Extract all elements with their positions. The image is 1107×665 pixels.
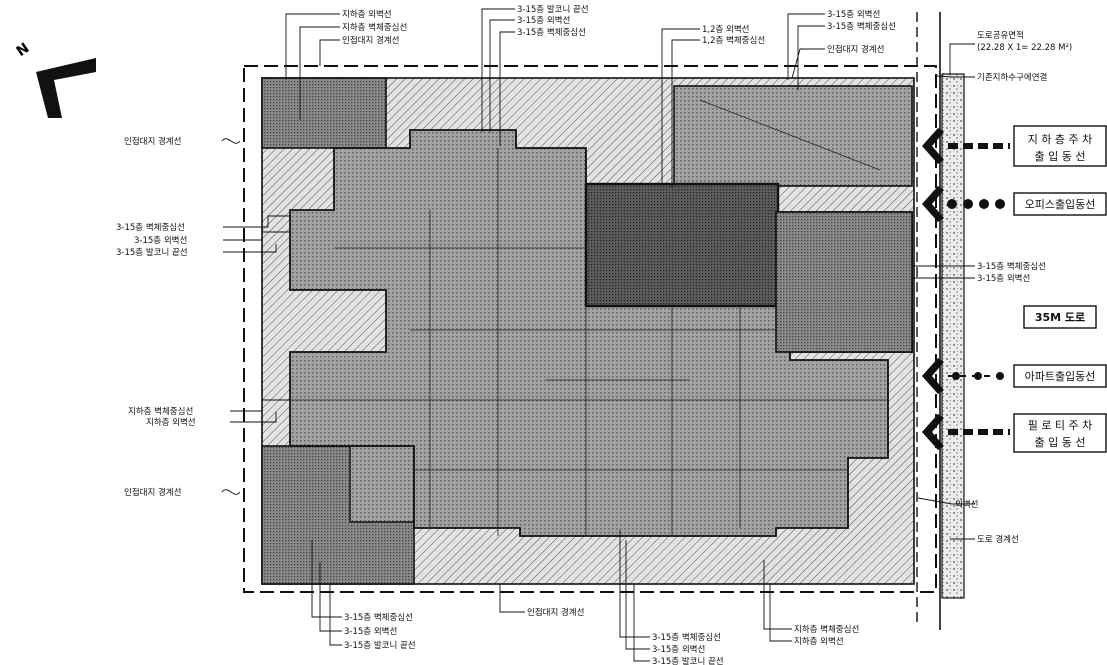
legend-piloti-parking-line1: 필 로 티 주 차	[1028, 419, 1093, 432]
label-top-b-3: 3-15층 벽체중심선	[517, 27, 586, 38]
label-bottom-c-1: 3-15층 벽체중심선	[652, 632, 721, 643]
road-label: 35M 도로	[1035, 311, 1085, 324]
label-right-road: 도로 경계선	[977, 534, 1019, 545]
label-road-share-2: (22.28 X 1= 22.28 M²)	[977, 43, 1072, 53]
label-top-a-2: 지하층 벽체중심선	[342, 22, 407, 33]
legend-underground-parking-line2: 출 입 동 선	[1035, 150, 1086, 163]
north-letter: N	[14, 40, 33, 60]
label-left-boundary-1: 인접대지 경계선	[124, 136, 181, 147]
label-bottom-d-2: 지하층 외벽선	[794, 636, 844, 647]
label-left-a-2: 3-15층 외벽선	[134, 235, 187, 246]
label-top-b-1: 3-15층 발코니 끝선	[517, 4, 589, 15]
label-left-b-2: 지하층 외벽선	[146, 417, 196, 428]
label-left-a-3: 3-15층 발코니 끝선	[116, 247, 188, 258]
legend-apartment-entrance: 아파트출입동선	[1025, 370, 1096, 383]
underground-parking-marker	[922, 125, 1107, 167]
legend-piloti-parking-line2: 출 입 동 선	[1035, 436, 1086, 449]
label-bottom-a-3: 3-15층 발코니 끝선	[344, 640, 416, 651]
legend-underground-parking-line1: 지 하 층 주 차	[1028, 132, 1093, 146]
road-label-box	[1023, 305, 1097, 329]
label-left-b-1: 지하층 벽체중심선	[128, 406, 193, 417]
label-top-a-1: 지하층 외벽선	[342, 9, 392, 20]
apartment-entrance-marker	[922, 358, 1107, 394]
block-bottom-left-inner	[349, 445, 415, 523]
label-top-b-2: 3-15층 외벽선	[517, 15, 570, 26]
label-bottom-c-2: 3-15층 외벽선	[652, 644, 705, 655]
label-left-a-1: 3-15층 벽체중심선	[116, 222, 185, 233]
north-arrow-icon: N	[14, 40, 96, 118]
label-right-wall: 외벽선	[955, 499, 978, 510]
interior-grid	[290, 99, 888, 536]
basement-block-top-left	[261, 77, 387, 149]
piloti-parking-marker	[922, 413, 1107, 453]
core-block	[584, 182, 780, 308]
office-entrance-marker	[922, 186, 1107, 222]
site-boundary	[243, 65, 937, 593]
label-top-e: 인접대지 경계선	[827, 44, 884, 55]
block-right-middle	[775, 211, 913, 353]
label-top-c-1: 1,2층 외벽선	[702, 24, 750, 35]
label-bottom-a-2: 3-15층 외벽선	[344, 626, 397, 637]
label-right-a-2: 3-15층 외벽선	[977, 273, 1030, 284]
legend-office-entrance: 오피스출입동선	[1025, 198, 1096, 211]
leader-lines	[221, 8, 975, 662]
label-bottom-d-1: 지하층 벽체중심선	[794, 624, 859, 635]
label-road-share-1: 도로공유면적	[977, 30, 1024, 41]
label-top-a-3: 인접대지 경계선	[342, 35, 399, 46]
label-top-d-2: 3-15층 벽체중심선	[827, 21, 896, 32]
label-bottom-c-3: 3-15층 발코니 끝선	[652, 656, 724, 665]
label-bottom-boundary: 인접대지 경계선	[527, 607, 584, 618]
label-bottom-a-1: 3-15층 벽체중심선	[344, 612, 413, 623]
label-sewer: 기존지하수구에연결	[977, 72, 1047, 83]
label-top-d-1: 3-15층 외벽선	[827, 9, 880, 20]
road-sidewalk-strip	[941, 73, 965, 599]
label-top-c-2: 1,2층 벽체중심선	[702, 35, 765, 46]
label-left-boundary-2: 인접대지 경계선	[124, 487, 181, 498]
label-right-a-1: 3-15층 벽체중심선	[977, 261, 1046, 272]
